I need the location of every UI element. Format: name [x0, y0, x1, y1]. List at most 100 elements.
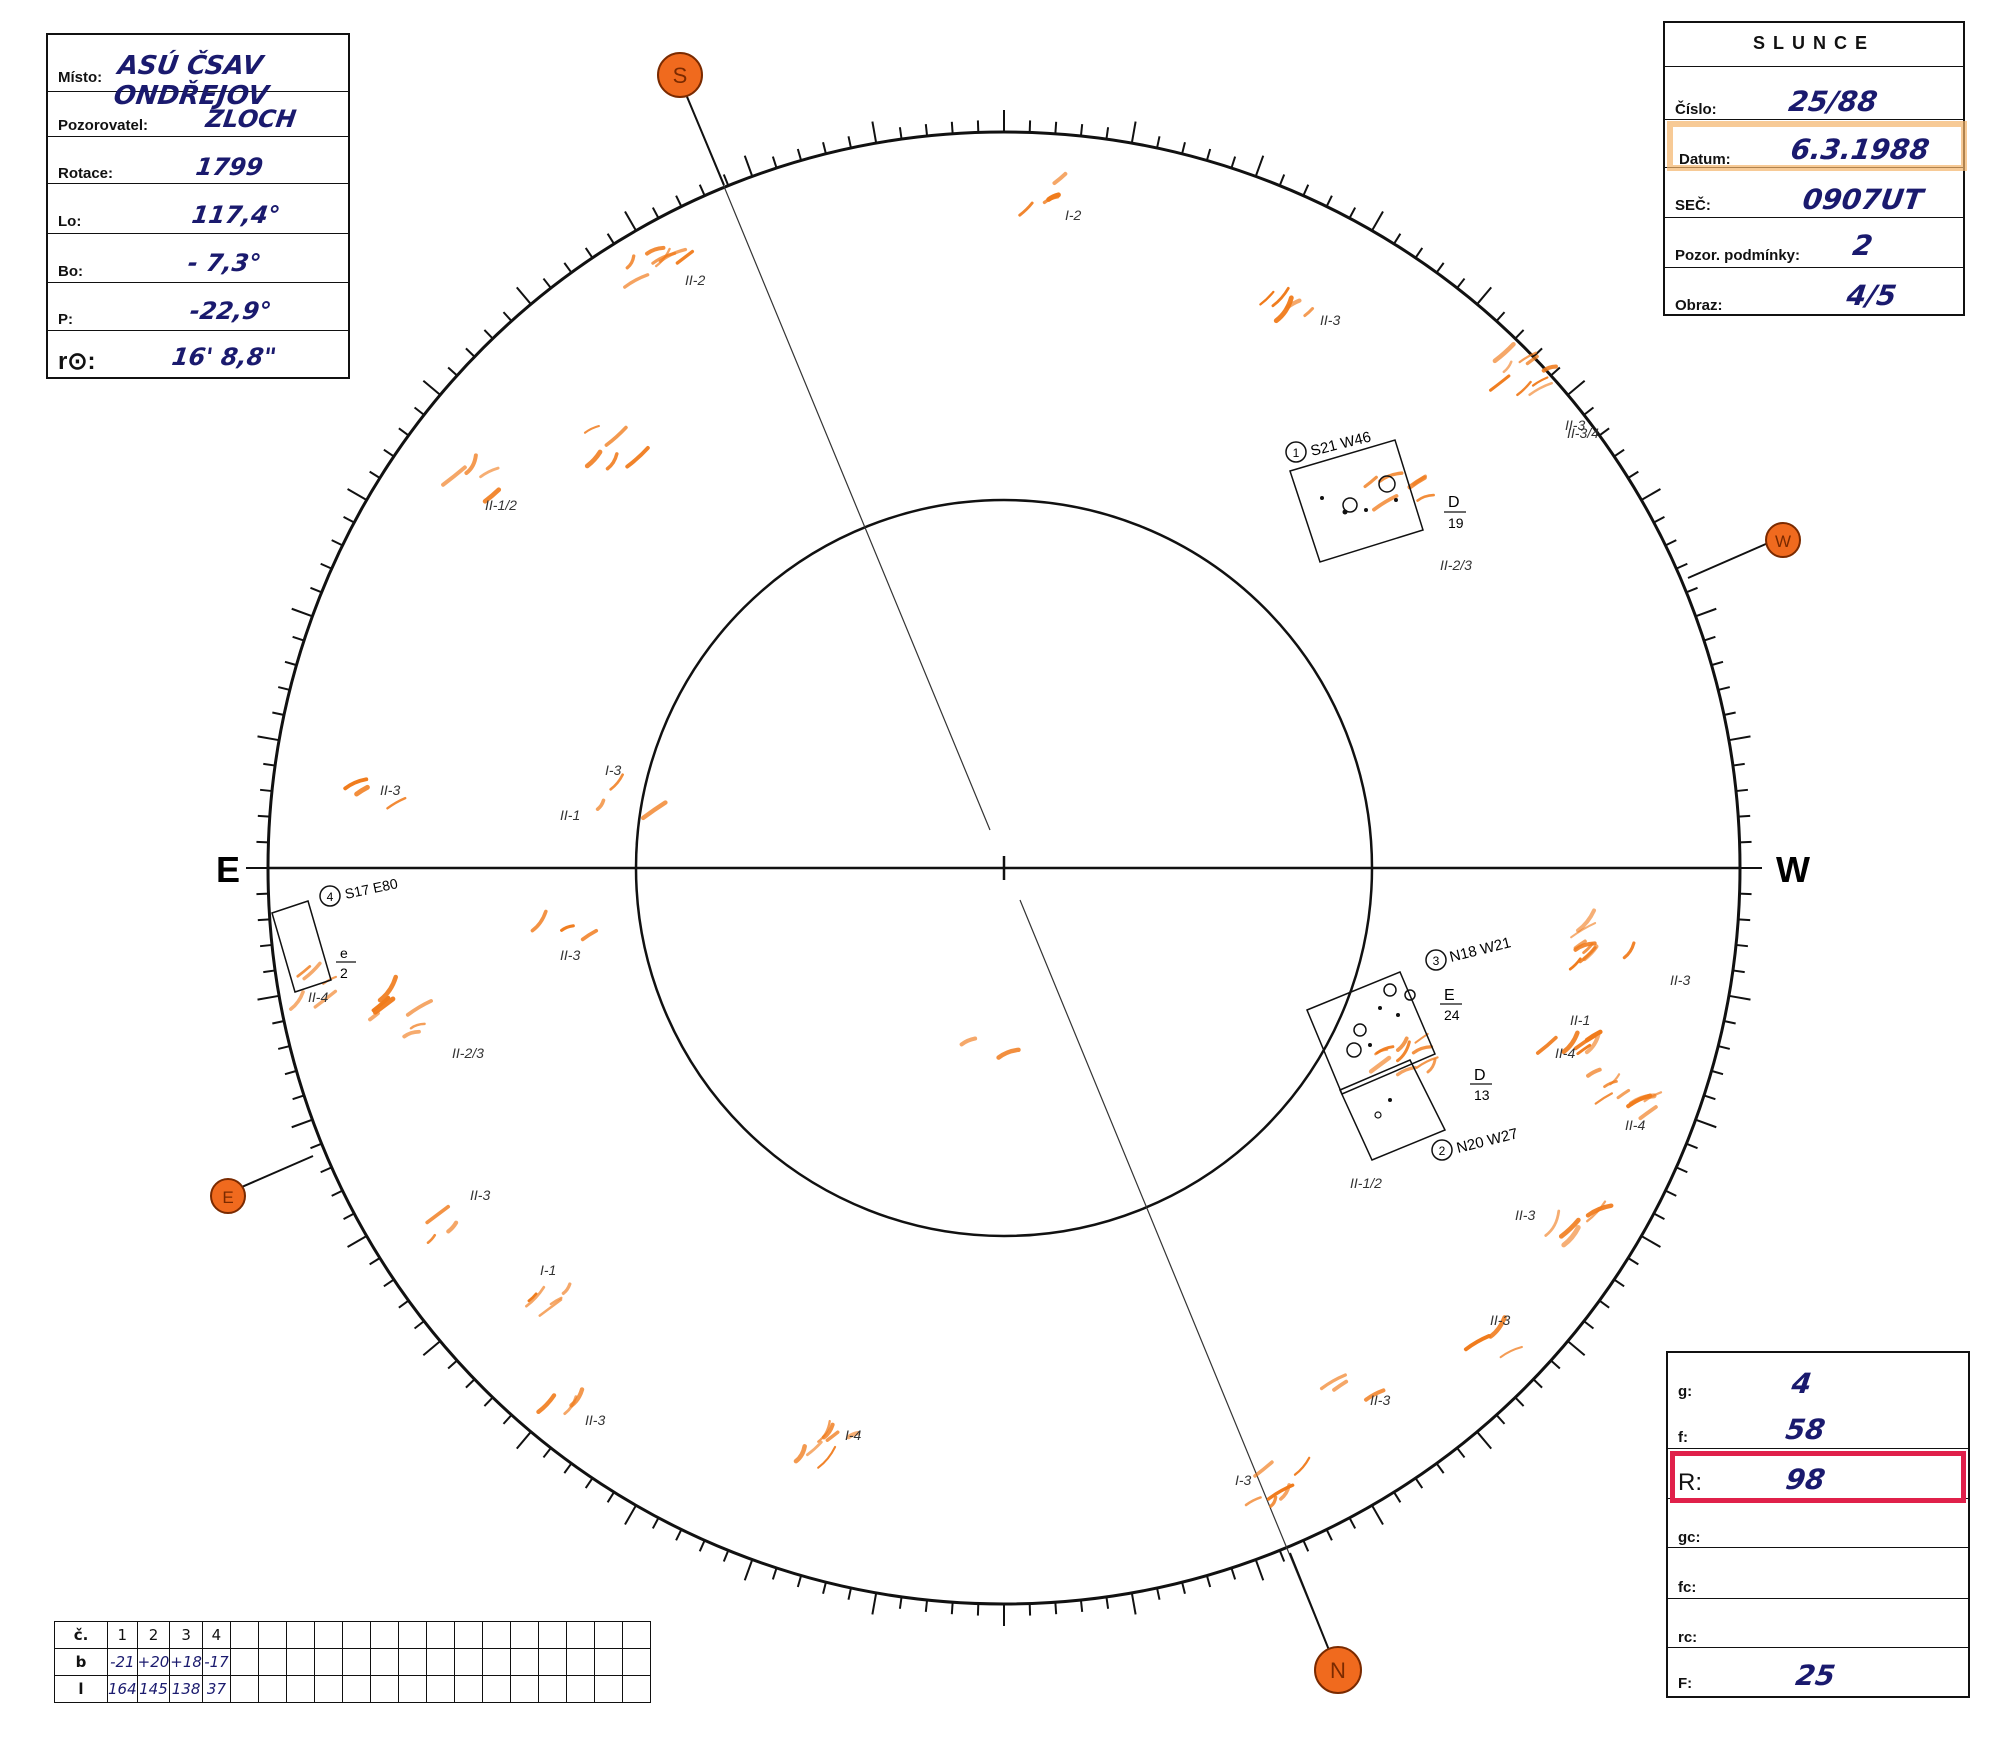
- limb-tick: [822, 141, 827, 155]
- facula-stroke: [1372, 494, 1399, 512]
- limb-tick: [1703, 635, 1716, 642]
- facula-stroke: [1568, 957, 1582, 971]
- facula-stroke: [302, 961, 322, 981]
- limb-tick: [722, 174, 730, 186]
- limb-tick: [1567, 1340, 1586, 1356]
- obraz-label: Obraz:: [1675, 297, 1723, 314]
- limb-tick: [1550, 366, 1561, 377]
- svg-text:N20 W27: N20 W27: [1455, 1125, 1520, 1157]
- limb-tick: [343, 1212, 355, 1221]
- limb-tick: [1717, 686, 1731, 691]
- facula-stroke: [1558, 1217, 1581, 1239]
- facula-stroke: [1411, 1045, 1434, 1055]
- limb-tick: [502, 311, 513, 322]
- svg-text:24: 24: [1444, 1007, 1460, 1023]
- facula-stroke: [1561, 1030, 1580, 1055]
- svg-text:3: 3: [1433, 954, 1440, 968]
- limb-tick: [310, 1142, 322, 1150]
- facula-stroke: [1609, 1073, 1621, 1086]
- limb-tick: [1613, 1278, 1625, 1288]
- limb-tick: [1495, 1414, 1506, 1425]
- limb-tick: [292, 635, 305, 642]
- limb-tick: [1205, 148, 1212, 161]
- limb-tick: [1278, 174, 1286, 186]
- limb-tick: [347, 1235, 368, 1248]
- facula-stroke: [409, 1022, 426, 1030]
- limb-tick: [257, 918, 270, 922]
- limb-tick: [277, 1045, 291, 1050]
- facula-stroke: [1271, 286, 1290, 308]
- limb-tick: [1105, 1596, 1110, 1609]
- limb-tick: [1567, 380, 1586, 396]
- limb-tick: [259, 943, 273, 948]
- facula-stroke: [1463, 1334, 1492, 1352]
- limb-tick: [284, 1069, 297, 1076]
- facula-stroke: [1576, 908, 1597, 933]
- limb-tick: [822, 1581, 827, 1595]
- limb-tick: [796, 1575, 803, 1588]
- limb-tick: [1230, 1567, 1237, 1580]
- facula-stroke: [1488, 1315, 1507, 1339]
- limb-tick: [1325, 1529, 1333, 1541]
- limb-tick: [1732, 762, 1745, 767]
- facula-stroke: [1278, 1483, 1291, 1501]
- limb-tick: [413, 406, 425, 416]
- facula-stroke: [1426, 1058, 1437, 1074]
- facula-stroke: [527, 1292, 538, 1303]
- limb-tick: [1728, 994, 1751, 1001]
- facula-label: II-3: [1490, 1312, 1510, 1328]
- limb-tick: [1732, 969, 1745, 974]
- facula-stroke: [1046, 192, 1061, 202]
- facula-stroke: [654, 247, 671, 268]
- limb-tick: [1665, 539, 1677, 547]
- facula-stroke: [645, 245, 666, 256]
- limb-tick: [771, 156, 778, 169]
- facula-stroke: [464, 453, 478, 476]
- limb-tick: [516, 286, 532, 305]
- group-number: 2: [136, 1621, 171, 1649]
- limb-tick: [422, 1340, 441, 1356]
- counts-box: g: 4 f: 58 R: 98 gc: fc: rc: F: 25: [1666, 1351, 1970, 1698]
- svg-text:e: e: [340, 945, 348, 961]
- limb-tick: [1598, 1299, 1610, 1309]
- svg-text:E: E: [1444, 987, 1455, 1004]
- rc-label: rc:: [1678, 1629, 1698, 1646]
- limb-tick: [1514, 1396, 1525, 1407]
- facula-stroke: [482, 487, 502, 504]
- facula-stroke: [386, 796, 407, 810]
- limb-tick: [1675, 562, 1688, 570]
- limb-tick: [1627, 1257, 1639, 1266]
- facula-label: II-3/4: [1567, 425, 1599, 441]
- facula-stroke: [296, 965, 312, 978]
- limb-tick: [383, 1278, 395, 1288]
- facula-stroke: [1638, 1105, 1658, 1121]
- limb-tick: [1686, 1142, 1698, 1150]
- facula-stroke: [1303, 307, 1315, 318]
- limb-tick: [1278, 1550, 1286, 1562]
- lo-label: Lo:: [58, 213, 82, 230]
- facula-stroke: [1375, 1045, 1395, 1055]
- facula-label: I-3: [605, 762, 622, 778]
- limb-tick: [624, 1504, 637, 1525]
- facula-stroke: [605, 452, 619, 471]
- g-label: g:: [1678, 1383, 1693, 1400]
- limb-tick: [259, 788, 273, 793]
- limb-tick: [1653, 515, 1665, 524]
- facula-label: II-2/3: [1440, 557, 1472, 573]
- limb-tick: [1640, 488, 1661, 501]
- facula-stroke: [569, 1387, 585, 1408]
- facula-label: II-1/2: [485, 497, 517, 513]
- svg-text:E: E: [222, 1188, 233, 1207]
- limb-tick: [1738, 814, 1751, 818]
- facula-stroke: [1594, 1092, 1614, 1105]
- limb-tick: [1550, 1359, 1561, 1370]
- facula-stroke: [821, 1422, 835, 1440]
- group-latitude: +20: [136, 1648, 171, 1676]
- facula-stroke: [402, 1029, 421, 1039]
- limb-tick: [272, 1020, 285, 1025]
- facula-stroke: [817, 1419, 831, 1443]
- group-number: 4: [201, 1621, 231, 1649]
- limb-tick: [743, 155, 754, 177]
- group-number-row: č. 1 2 3 4: [54, 1621, 651, 1649]
- facula-stroke: [1502, 360, 1513, 374]
